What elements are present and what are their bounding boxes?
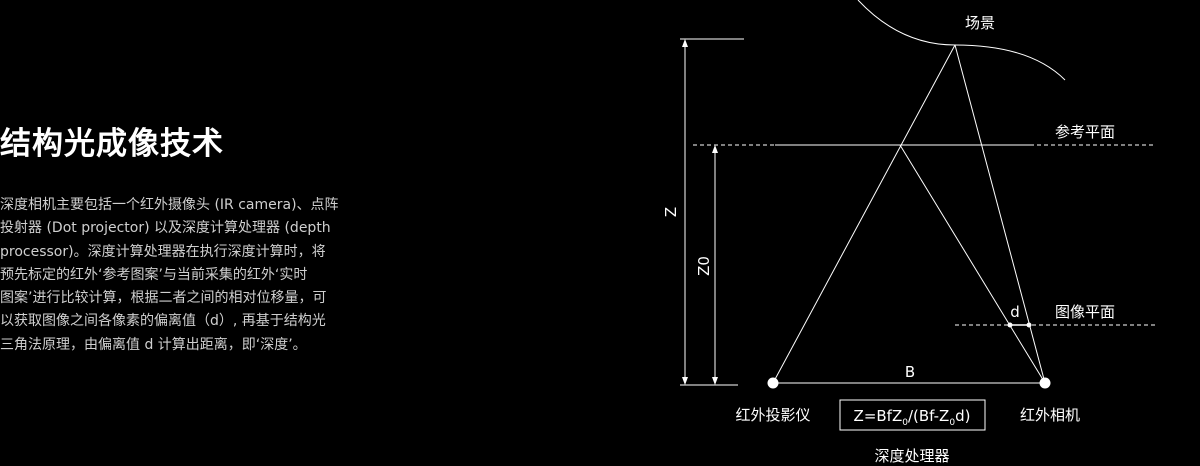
reference-plane-label: 参考平面: [1055, 123, 1115, 141]
b-label: B: [905, 363, 915, 381]
formula-subscript: 0: [949, 418, 955, 428]
camera-dot: [1039, 377, 1051, 389]
z-arrow-top: [682, 39, 688, 47]
z0-label: Z0: [695, 256, 713, 276]
description-line: 投射器 (Dot projector) 以及深度计算处理器 (depth: [0, 220, 331, 237]
description-line: processor)。深度计算处理器在执行深度计算时，将: [0, 243, 326, 260]
z0-arrow-bottom: [712, 377, 718, 385]
formula-part: Z=BfZ: [854, 407, 903, 425]
d-point-right: [1026, 322, 1032, 328]
page-title: 结构光成像技术: [0, 126, 224, 162]
description-line: 三角法原理，由偏离值 d 计算出距离，即‘深度’。: [0, 336, 307, 353]
description-line: 深度相机主要包括一个红外摄像头 (IR camera)、点阵: [0, 197, 339, 213]
projector-to-scene-ray: [772, 44, 956, 384]
d-label: d: [1010, 303, 1020, 321]
z-label: Z: [662, 207, 680, 217]
description-line: 预先标定的红外‘参考图案’与当前采集的红外‘实时: [0, 266, 308, 283]
scene-label: 场景: [965, 14, 995, 32]
formula-part: d): [955, 407, 970, 425]
reference-to-camera-ray: [899, 144, 1046, 384]
formula-subscript: 0: [902, 418, 908, 428]
formula-part: /(Bf-Z: [908, 407, 949, 425]
camera-label: 红外相机: [1020, 406, 1080, 424]
projector-dot: [767, 377, 779, 389]
formula-text: Z=BfZ0/(Bf-Z0d): [854, 407, 971, 428]
projector-label: 红外投影仪: [735, 406, 810, 424]
description-line: 图案’进行比较计算，根据二者之间的相对位移量，可: [0, 290, 327, 307]
processor-label: 深度处理器: [874, 447, 949, 465]
formula-box: [839, 399, 986, 431]
image-plane-label: 图像平面: [1055, 303, 1115, 321]
d-point-left: [1007, 322, 1013, 328]
description-line: 以获取图像之间各像素的偏离值（d）, 再基于结构光: [0, 313, 326, 330]
description: 深度相机主要包括一个红外摄像头 (IR camera)、点阵 投射器 (Dot …: [0, 194, 400, 357]
z-arrow-bottom: [682, 377, 688, 385]
scene-to-camera-ray: [954, 44, 1046, 384]
z0-arrow-top: [712, 145, 718, 153]
